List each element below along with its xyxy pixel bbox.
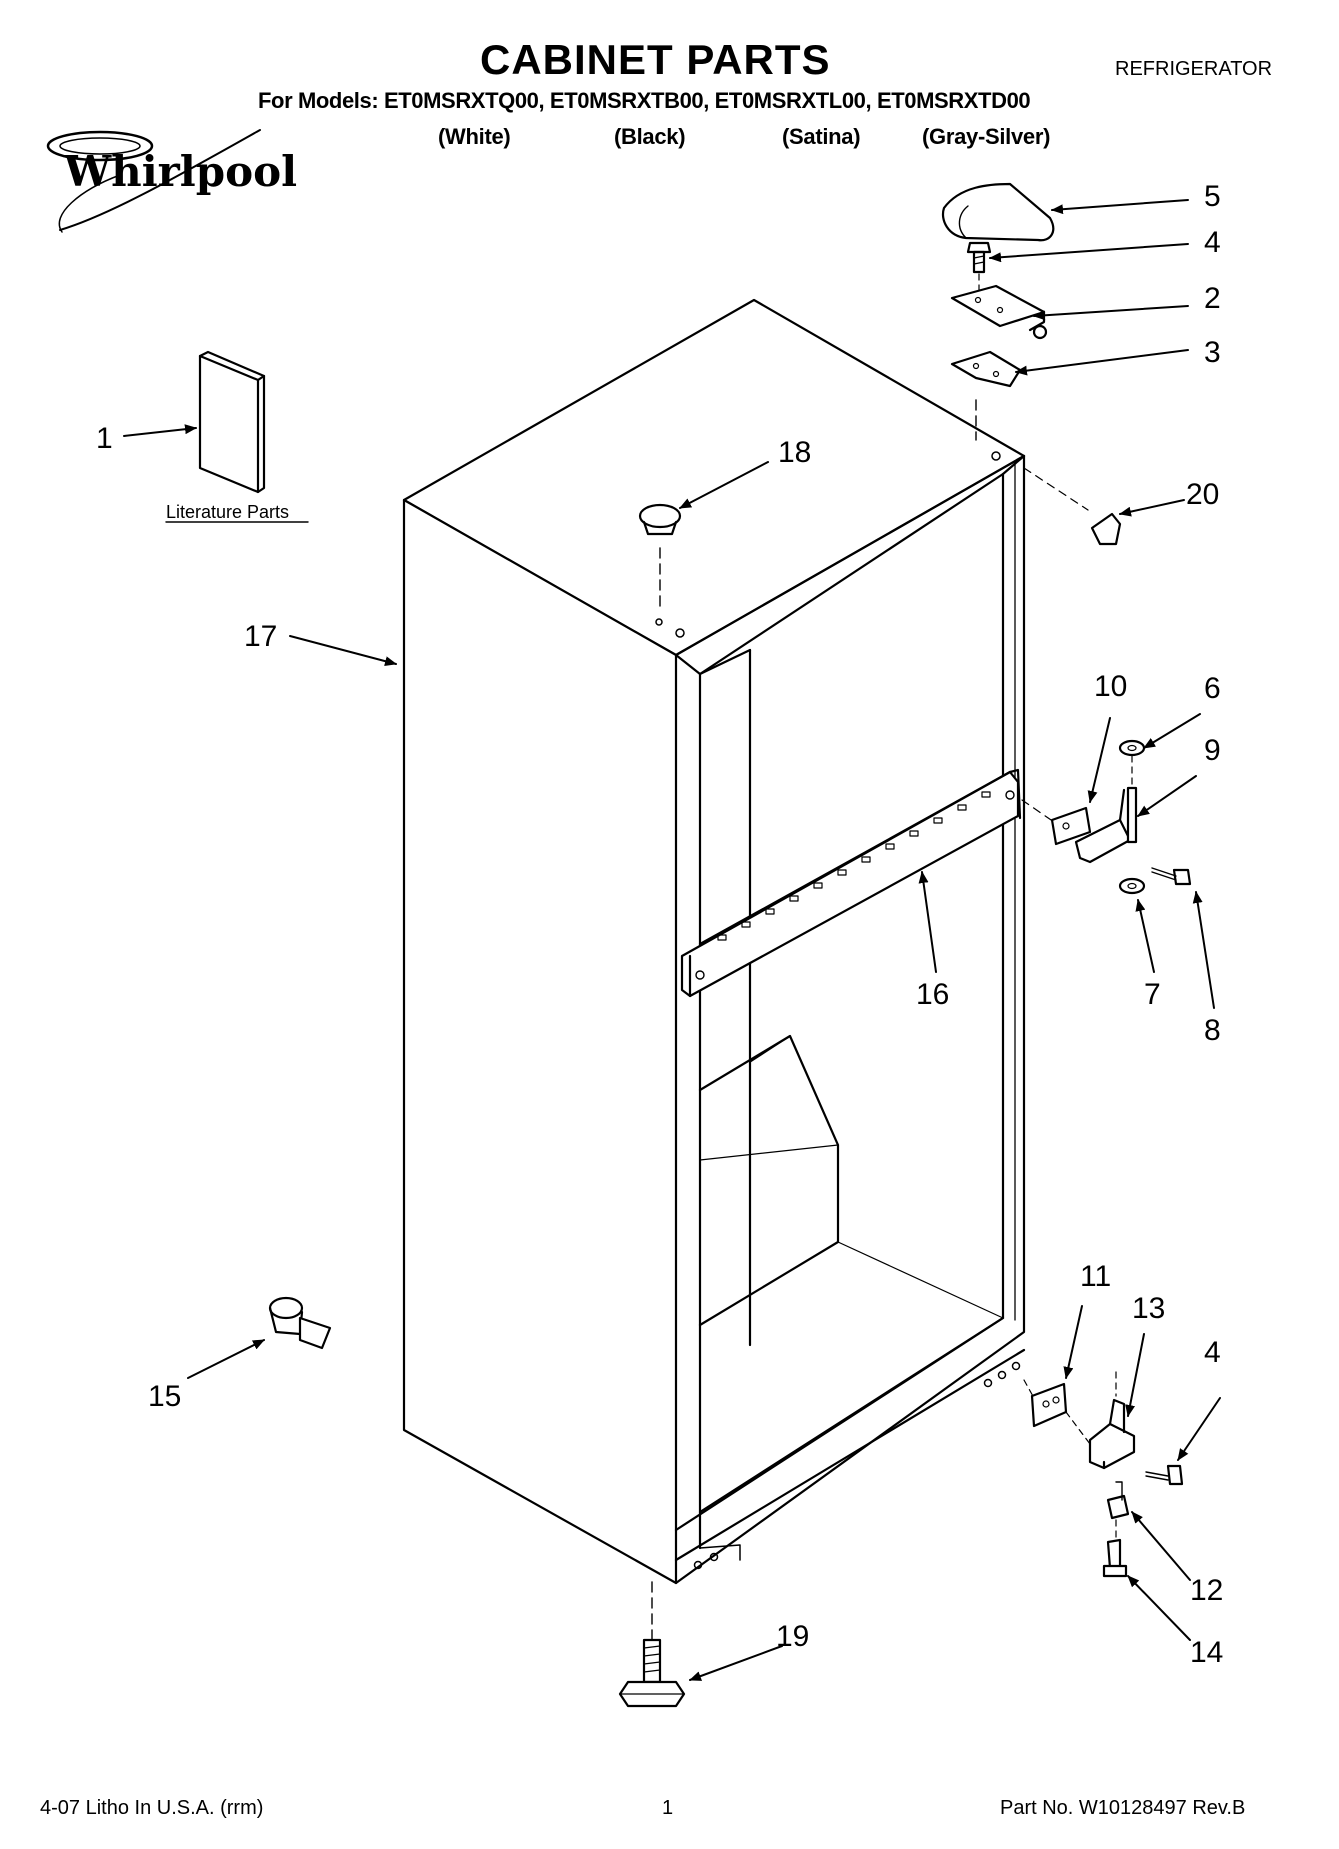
callout-5: 5: [1204, 180, 1221, 213]
callout-9: 9: [1204, 734, 1221, 767]
callout-10: 10: [1094, 670, 1127, 703]
top-hinge-cover: [941, 182, 1055, 242]
footer-part-number: Part No. W10128497 Rev.B: [1000, 1797, 1246, 1819]
callout-numbers: 1 2 3 4 5 6 7 8 9 10 11 12 13 4 14 15 16…: [96, 180, 1223, 1669]
whirlpool-logo: Whirlpool: [46, 129, 297, 233]
callout-13: 13: [1132, 1292, 1165, 1325]
callout-4-top: 4: [1204, 226, 1221, 259]
callout-17: 17: [244, 620, 277, 653]
callout-12: 12: [1190, 1574, 1223, 1607]
models-line: For Models: ET0MSRXTQ00, ET0MSRXTB00, ET…: [258, 88, 1031, 113]
bottom-hinge-group: [1030, 1382, 1184, 1578]
color-white: (White): [438, 124, 511, 149]
literature-parts-booklet: [198, 350, 266, 494]
callout-18: 18: [778, 436, 811, 469]
color-gray-silver: (Gray-Silver): [922, 124, 1051, 149]
cabinet-plug: [638, 503, 682, 536]
power-cord-clamp: [268, 1296, 332, 1350]
callout-7: 7: [1144, 978, 1161, 1011]
callout-19: 19: [776, 1620, 809, 1653]
hinge-shim: [950, 350, 1022, 388]
page-title: CABINET PARTS: [480, 36, 831, 83]
hinge-clip: [1090, 512, 1122, 546]
footer-litho: 4-07 Litho In U.S.A. (rrm): [40, 1797, 264, 1819]
callout-20: 20: [1186, 478, 1219, 511]
color-satina: (Satina): [782, 124, 861, 149]
hinge-screw: [966, 241, 992, 274]
callout-11: 11: [1080, 1260, 1111, 1293]
top-hinge: [950, 284, 1048, 340]
callout-15: 15: [148, 1380, 181, 1413]
color-black: (Black): [614, 124, 686, 149]
callout-14: 14: [1190, 1636, 1223, 1669]
appliance-type: REFRIGERATOR: [1115, 58, 1273, 80]
literature-parts-label: Literature Parts: [166, 502, 289, 522]
svg-text:Whirlpool: Whirlpool: [63, 147, 297, 196]
callout-3: 3: [1204, 336, 1221, 369]
footer-page-number: 1: [662, 1797, 674, 1819]
callout-4-bottom: 4: [1204, 1336, 1221, 1369]
callout-8: 8: [1204, 1014, 1221, 1047]
callout-6: 6: [1204, 672, 1221, 705]
refrigerator-cabinet: [402, 298, 1026, 1585]
mullion-divider: [680, 768, 1022, 998]
leveling-leg: [618, 1581, 686, 1708]
callout-2: 2: [1204, 282, 1221, 315]
callout-16: 16: [916, 978, 949, 1011]
center-hinge-group: [1050, 739, 1192, 895]
leader-arrows: [123, 199, 1221, 1681]
callout-1: 1: [96, 422, 113, 455]
